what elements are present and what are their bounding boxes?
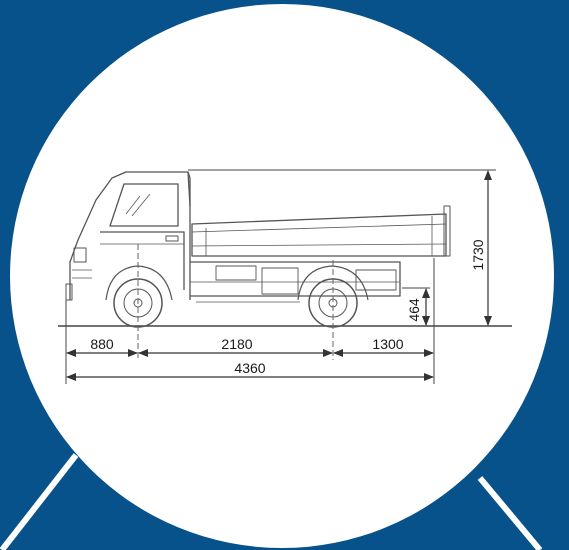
chassis-frame: [190, 261, 401, 297]
left-pointer-line: [0, 453, 79, 550]
truck-drawing: [65, 171, 451, 328]
dim-label-overall-height: 1730: [470, 239, 486, 270]
cab-window: [109, 183, 179, 227]
cab-door: [100, 231, 185, 290]
spotlight-circle: [10, 4, 554, 548]
dim-label-rear-overhang: 1300: [372, 336, 403, 352]
right-pointer-line: [477, 476, 543, 550]
dim-label-wheelbase: 2180: [221, 336, 252, 352]
headlamp: [73, 247, 87, 263]
dim-label-overall-length: 4360: [234, 360, 265, 376]
dim-label-bed-height: 464: [406, 298, 422, 322]
cab-outline: [69, 171, 191, 300]
dim-label-front-overhang: 880: [90, 336, 114, 352]
